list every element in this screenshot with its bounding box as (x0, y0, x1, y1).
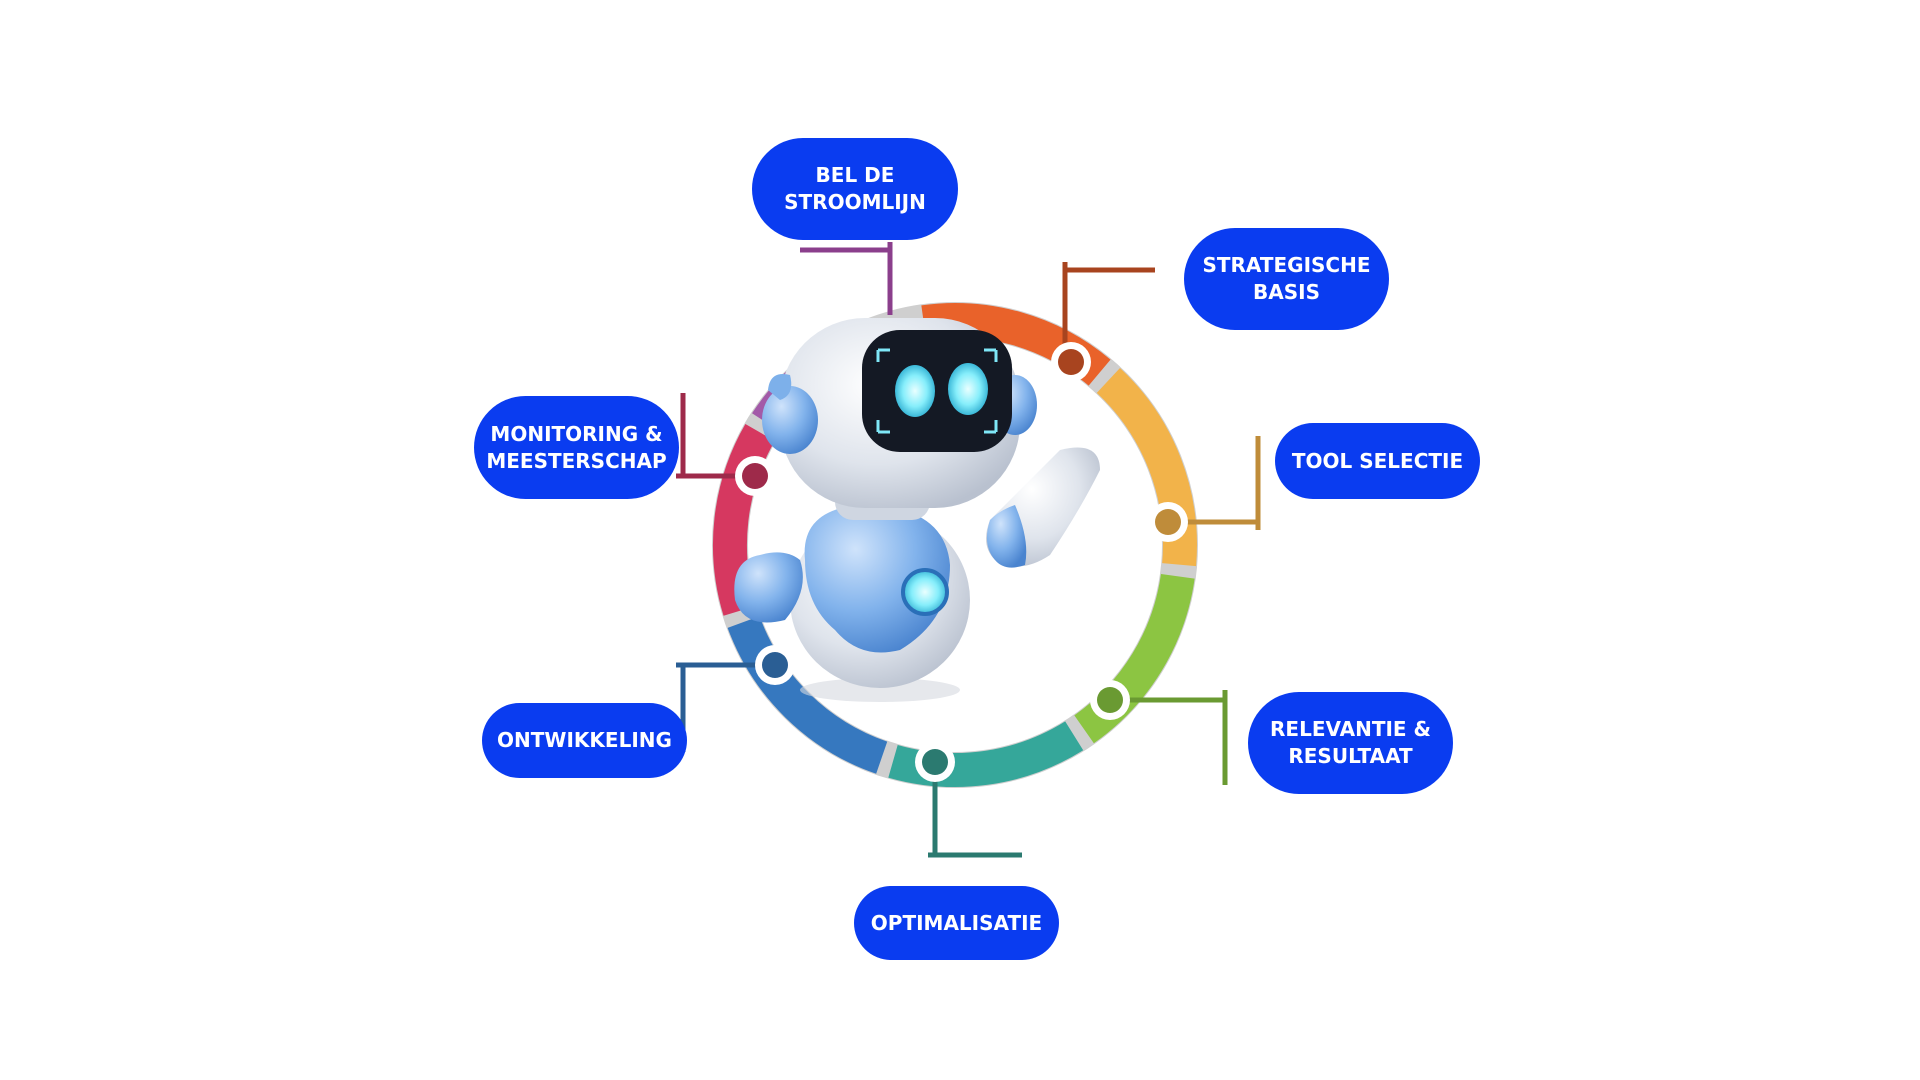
robot-screen-icon (862, 330, 1012, 452)
robot-left-eye-icon (895, 365, 935, 417)
node-tool-selectie (1148, 502, 1188, 542)
robot-right-eye-icon (948, 363, 988, 415)
node-relevantie-resultaat (1090, 680, 1130, 720)
label-line-1: RELEVANTIE & (1270, 717, 1431, 741)
label-line-2: MEESTERSCHAP (486, 448, 667, 473)
label-optimalisatie[interactable]: OPTIMALISATIE (854, 886, 1059, 960)
node-strategische-basis (1051, 342, 1091, 382)
label-line-1: BEL DE (815, 163, 895, 187)
connector-bel-de-stroomlijn (800, 247, 893, 315)
label-line-2: RESULTAAT (1288, 744, 1413, 768)
ring-segment-ontwikkeling (727, 615, 888, 774)
label-line-1: TOOL SELECTIE (1291, 448, 1464, 473)
node-monitoring-meesterschap (735, 456, 775, 496)
label-line-1: MONITORING & (490, 421, 663, 446)
label-relevantie-resultaat[interactable]: RELEVANTIE & RESULTAAT (1248, 692, 1453, 794)
label-line-2: BASIS (1253, 280, 1320, 304)
connectors (676, 242, 1261, 858)
node-optimalisatie (915, 742, 955, 782)
label-line-1: OPTIMALISATIE (870, 910, 1043, 935)
label-bel-de-stroomlijn[interactable]: BEL DE STROOMLIJN (752, 138, 958, 240)
label-line-2: STROOMLIJN (784, 190, 926, 214)
ring-segment-tool-selectie (1096, 367, 1197, 567)
robot-chest-light-icon (901, 568, 949, 616)
label-monitoring-meesterschap[interactable]: MONITORING & MEESTERSCHAP (474, 396, 679, 499)
ring-nodes (735, 342, 1188, 782)
label-ontwikkeling[interactable]: ONTWIKKELING (482, 703, 687, 778)
label-strategische-basis[interactable]: STRATEGISCHE BASIS (1184, 228, 1389, 330)
robot-illustration (734, 318, 1100, 702)
label-line-1: STRATEGISCHE (1202, 253, 1371, 277)
label-tool-selectie[interactable]: TOOL SELECTIE (1275, 423, 1480, 499)
node-ontwikkeling (755, 645, 795, 685)
label-line-1: ONTWIKKELING (497, 728, 672, 752)
